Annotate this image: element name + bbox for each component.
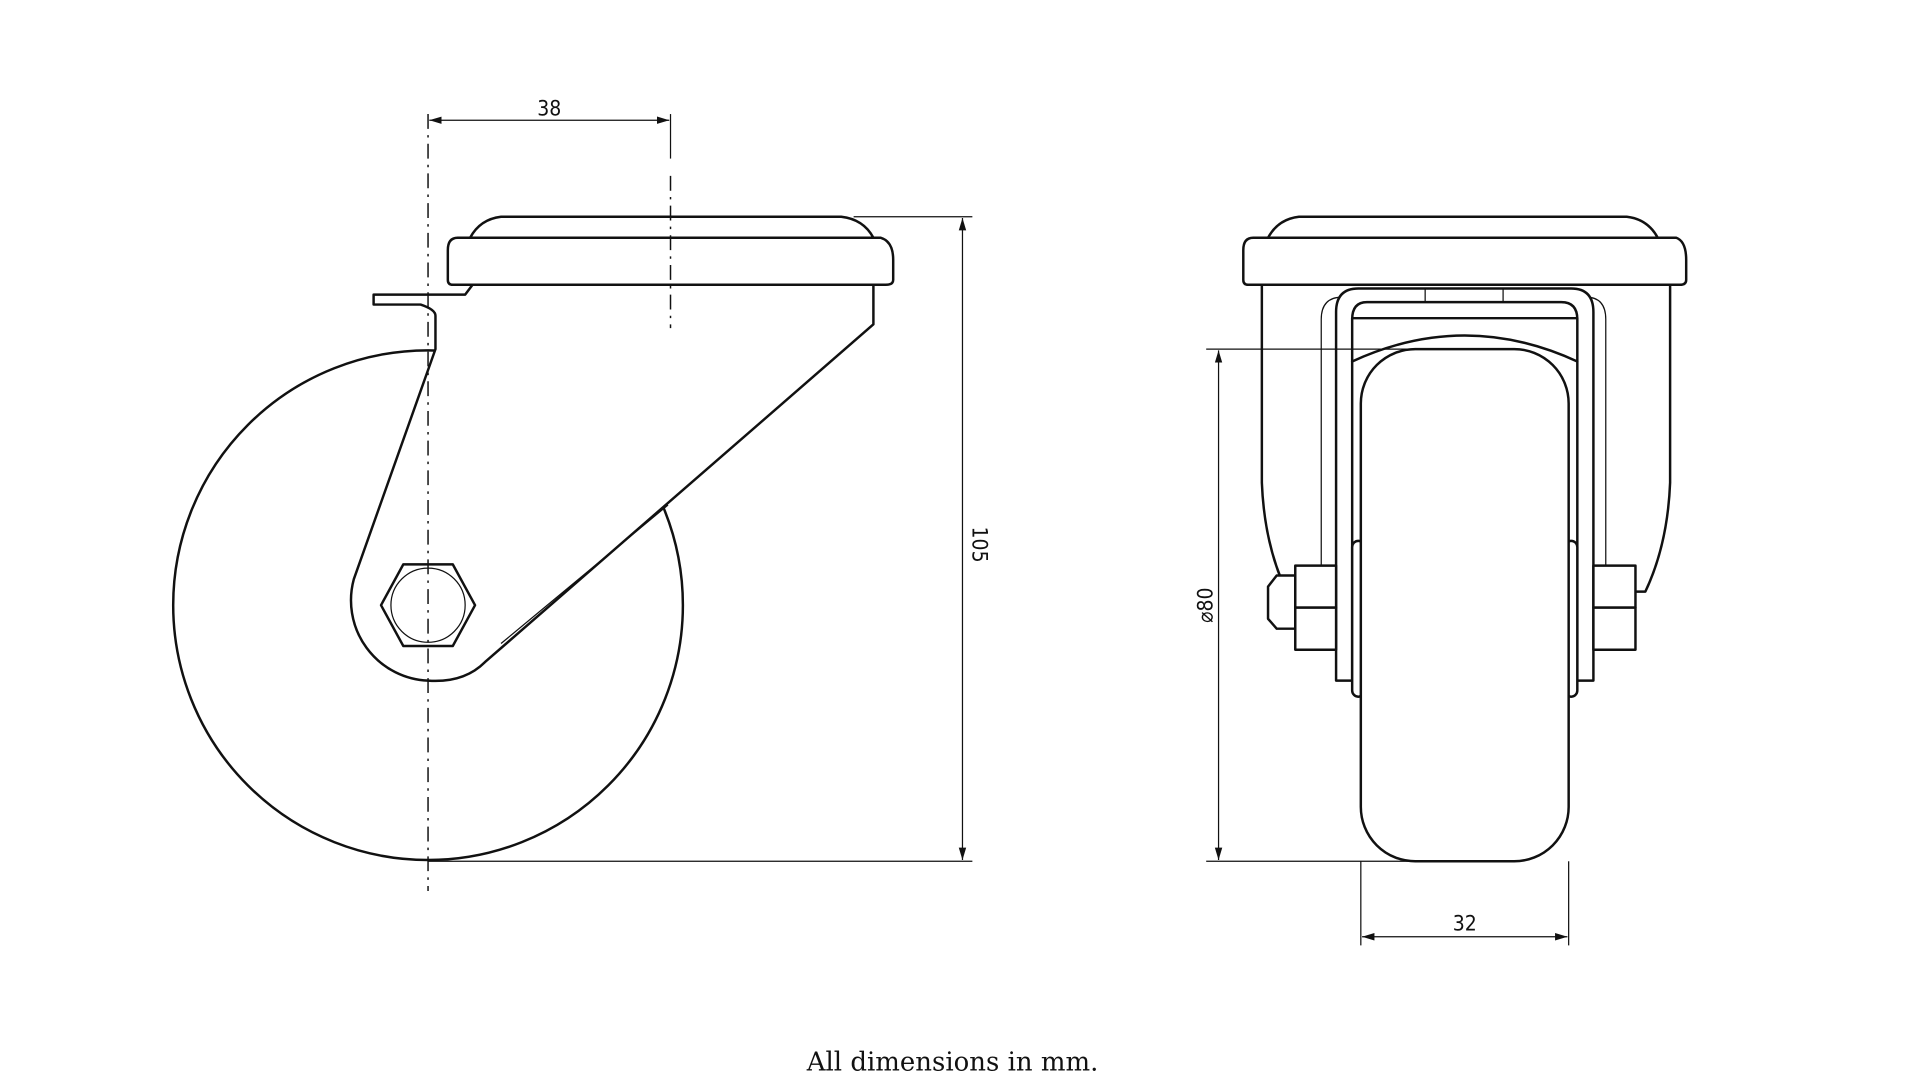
- dim-diameter-label: ⌀80: [1192, 587, 1217, 622]
- top-plate-side: [446, 236, 895, 287]
- swivel-fork-side: [349, 283, 875, 683]
- nut-right-top: [1592, 564, 1637, 609]
- hex-nut-side: [379, 563, 477, 648]
- front-view: ⌀80 32: [1192, 215, 1688, 946]
- top-cap-front: [1266, 215, 1659, 239]
- grease-nipple: [1266, 574, 1297, 630]
- wheel-front: [1359, 347, 1570, 863]
- caption: All dimensions in mm.: [806, 1047, 1099, 1077]
- top-plate-front: [1242, 236, 1688, 287]
- dim-height-label: 105: [967, 527, 992, 563]
- top-cap-side: [468, 215, 875, 239]
- dim-width-label: 32: [1453, 911, 1477, 936]
- wheel-tread-top: [1350, 334, 1579, 363]
- fork-inner-line: [500, 504, 669, 645]
- nut-left-bottom: [1294, 606, 1338, 651]
- nut-right-bottom: [1592, 606, 1637, 651]
- dim-offset-label: 38: [537, 95, 561, 120]
- nut-left-top: [1294, 564, 1338, 609]
- side-view: 38 105: [171, 95, 992, 891]
